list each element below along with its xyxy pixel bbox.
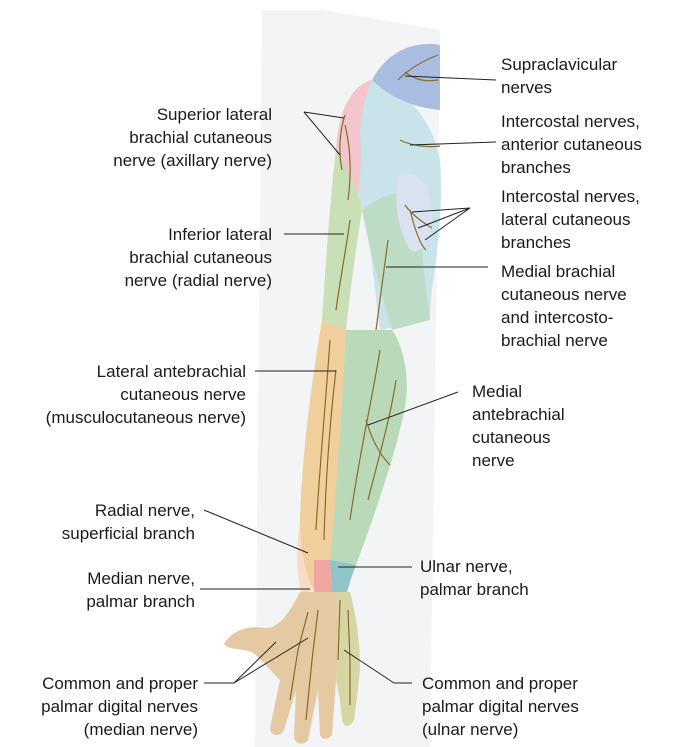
label-median-palmar-branch: Median nerve, palmar branch (86, 567, 195, 613)
label-digital-nerves-ulnar: Common and proper palmar digital nerves … (422, 672, 579, 741)
label-medial-brachial-cutaneous: Medial brachial cutaneous nerve and inte… (501, 260, 627, 352)
label-ulnar-palmar-branch: Ulnar nerve, palmar branch (420, 555, 529, 601)
label-inferior-lateral-brachial: Inferior lateral brachial cutaneous nerv… (125, 223, 272, 292)
label-radial-superficial-branch: Radial nerve, superficial branch (62, 499, 195, 545)
label-intercostal-anterior: Intercostal nerves, anterior cutaneous b… (501, 110, 642, 179)
label-medial-antebrachial-cutaneous: Medial antebrachial cutaneous nerve (472, 380, 565, 472)
label-lateral-antebrachial: Lateral antebrachial cutaneous nerve (mu… (46, 360, 246, 429)
label-superior-lateral-brachial: Superior lateral brachial cutaneous nerv… (113, 103, 272, 172)
zone-median-palmar (314, 560, 332, 596)
label-digital-nerves-median: Common and proper palmar digital nerves … (41, 672, 198, 741)
label-supraclavicular-nerves: Supraclavicular nerves (501, 53, 617, 99)
label-intercostal-lateral: Intercostal nerves, lateral cutaneous br… (501, 185, 640, 254)
